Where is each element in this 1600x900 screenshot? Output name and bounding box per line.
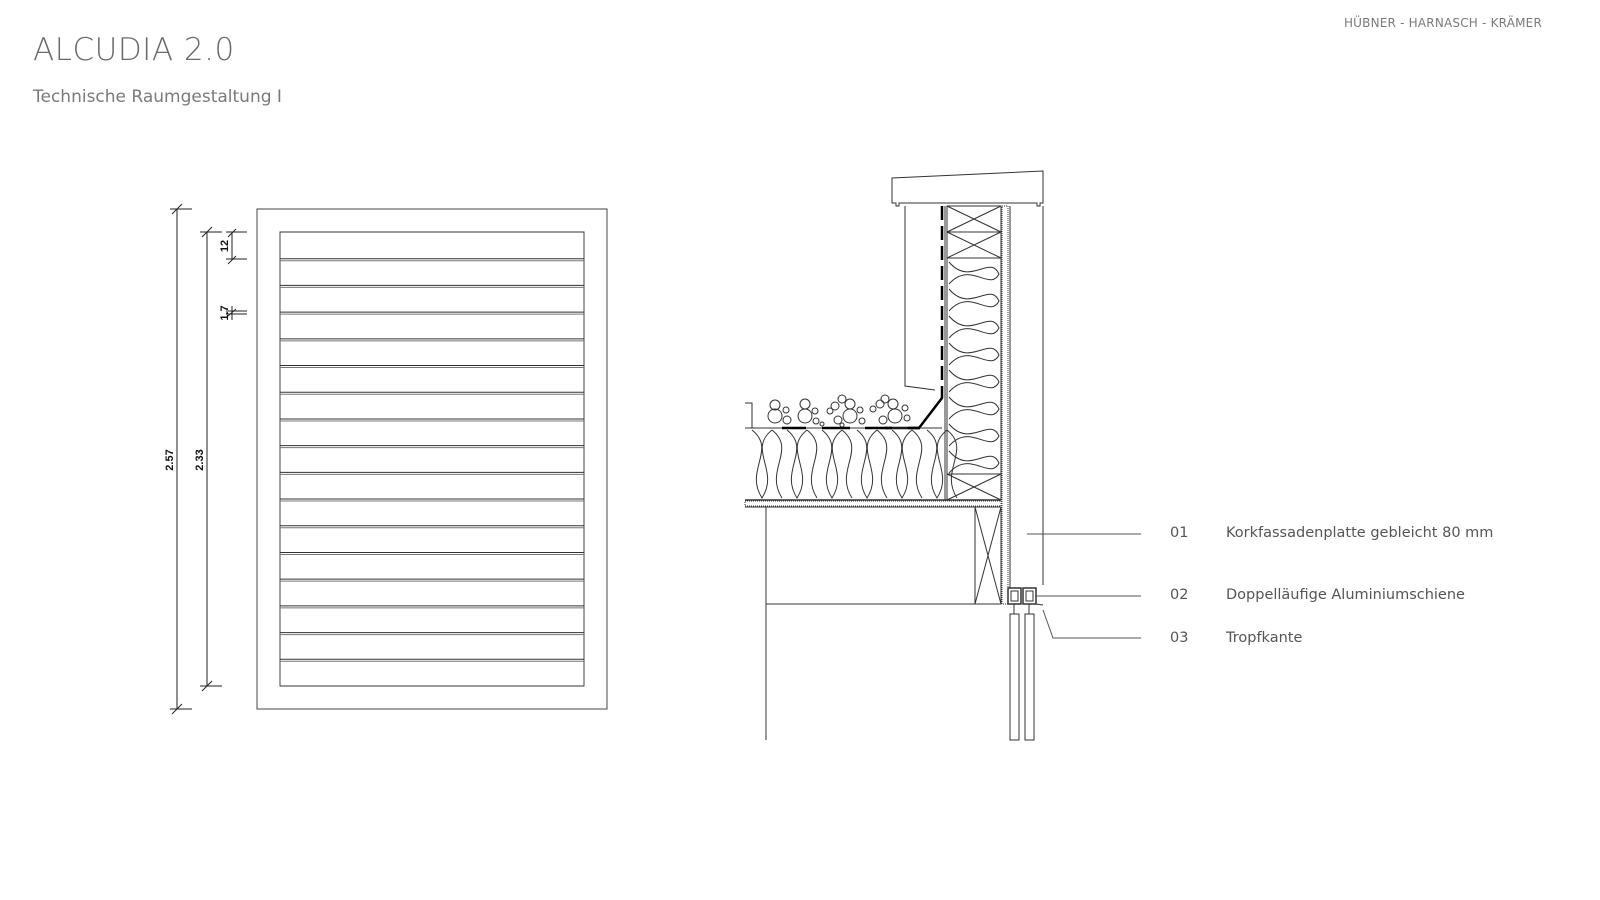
dim-inner-height: 2.33 <box>194 449 206 470</box>
insulation-loop <box>856 429 878 499</box>
gravel-stone <box>901 404 909 412</box>
gravel-stone <box>869 405 877 413</box>
outer-frame <box>256 208 608 710</box>
page-title: ALCUDIA 2.0 <box>33 32 235 68</box>
gravel-stone <box>903 414 911 422</box>
insulation-loop <box>771 429 783 499</box>
insulation-loop <box>841 429 853 499</box>
insulation-loop <box>891 429 913 499</box>
gravel-stone <box>887 408 903 424</box>
insulation-loop <box>926 429 948 499</box>
dim-slat-height: 12 <box>219 240 231 252</box>
insulation-loop <box>911 429 923 499</box>
dimension-lines <box>170 203 247 715</box>
legend-number-03: 03 <box>1170 630 1189 646</box>
insulation-loop <box>948 396 1000 420</box>
insulation-loop <box>948 261 1000 285</box>
gravel-stone <box>767 408 783 424</box>
leader-03 <box>1042 609 1141 639</box>
legend-label-03: Tropfkante <box>1226 630 1303 646</box>
gravel-stone <box>799 398 811 410</box>
gravel-stone <box>839 422 845 428</box>
gravel-stone <box>842 408 858 424</box>
parapet-section <box>744 170 1141 741</box>
gravel-stone <box>812 417 820 425</box>
gravel-stone <box>837 394 847 404</box>
aluminium-rail <box>1007 587 1044 741</box>
gravel-stone <box>769 399 781 411</box>
gravel-stone <box>856 406 864 414</box>
gravel-layer <box>767 394 911 428</box>
gravel-stone <box>826 407 834 415</box>
insulation-loop <box>948 423 1000 447</box>
coping-cap <box>891 170 1044 207</box>
gravel-stone <box>875 399 885 409</box>
gravel-stone <box>797 408 813 424</box>
insulation-loop <box>948 315 1000 339</box>
insulation-loop <box>876 429 888 499</box>
legend-label-01: Korkfassadenplatte gebleicht 80 mm <box>1226 525 1494 541</box>
inner-frame <box>279 231 585 687</box>
page-subtitle: Technische Raumgestaltung I <box>33 87 282 107</box>
gravel-stone <box>858 417 866 425</box>
insulation-loop <box>821 429 843 499</box>
legend-label-02: Doppelläufige Aluminiumschiene <box>1226 587 1465 603</box>
insulation-loop <box>948 288 1000 312</box>
legend-number-02: 02 <box>1170 587 1189 603</box>
shutter-elevation <box>256 208 608 710</box>
gravel-stone <box>811 407 819 415</box>
legend-number-01: 01 <box>1170 525 1189 541</box>
gravel-stone <box>887 398 899 410</box>
gravel-stone <box>880 394 890 404</box>
brand-names: HÜBNER - HARNASCH - KRÄMER <box>1343 16 1542 30</box>
insulation-loop <box>948 450 1000 474</box>
insulation-loop <box>786 429 808 499</box>
gravel-stone <box>782 406 790 414</box>
insulation-loop <box>948 369 1000 393</box>
gravel-stone <box>833 415 843 425</box>
insulation-loop <box>751 429 773 499</box>
slats <box>280 231 584 687</box>
dim-total-height: 2.57 <box>164 449 176 470</box>
gravel-stone <box>844 398 856 410</box>
gravel-stone <box>819 421 825 427</box>
gravel-stone <box>782 415 792 425</box>
insulation-loop <box>948 342 1000 366</box>
dim-slat-gap: 1.7 <box>219 305 231 320</box>
roof-insulation <box>751 429 958 499</box>
wall-insulation <box>948 261 1000 474</box>
insulation-loop <box>946 429 958 499</box>
gravel-stone <box>878 415 888 425</box>
insulation-loop <box>806 429 818 499</box>
gravel-stone <box>830 401 840 411</box>
